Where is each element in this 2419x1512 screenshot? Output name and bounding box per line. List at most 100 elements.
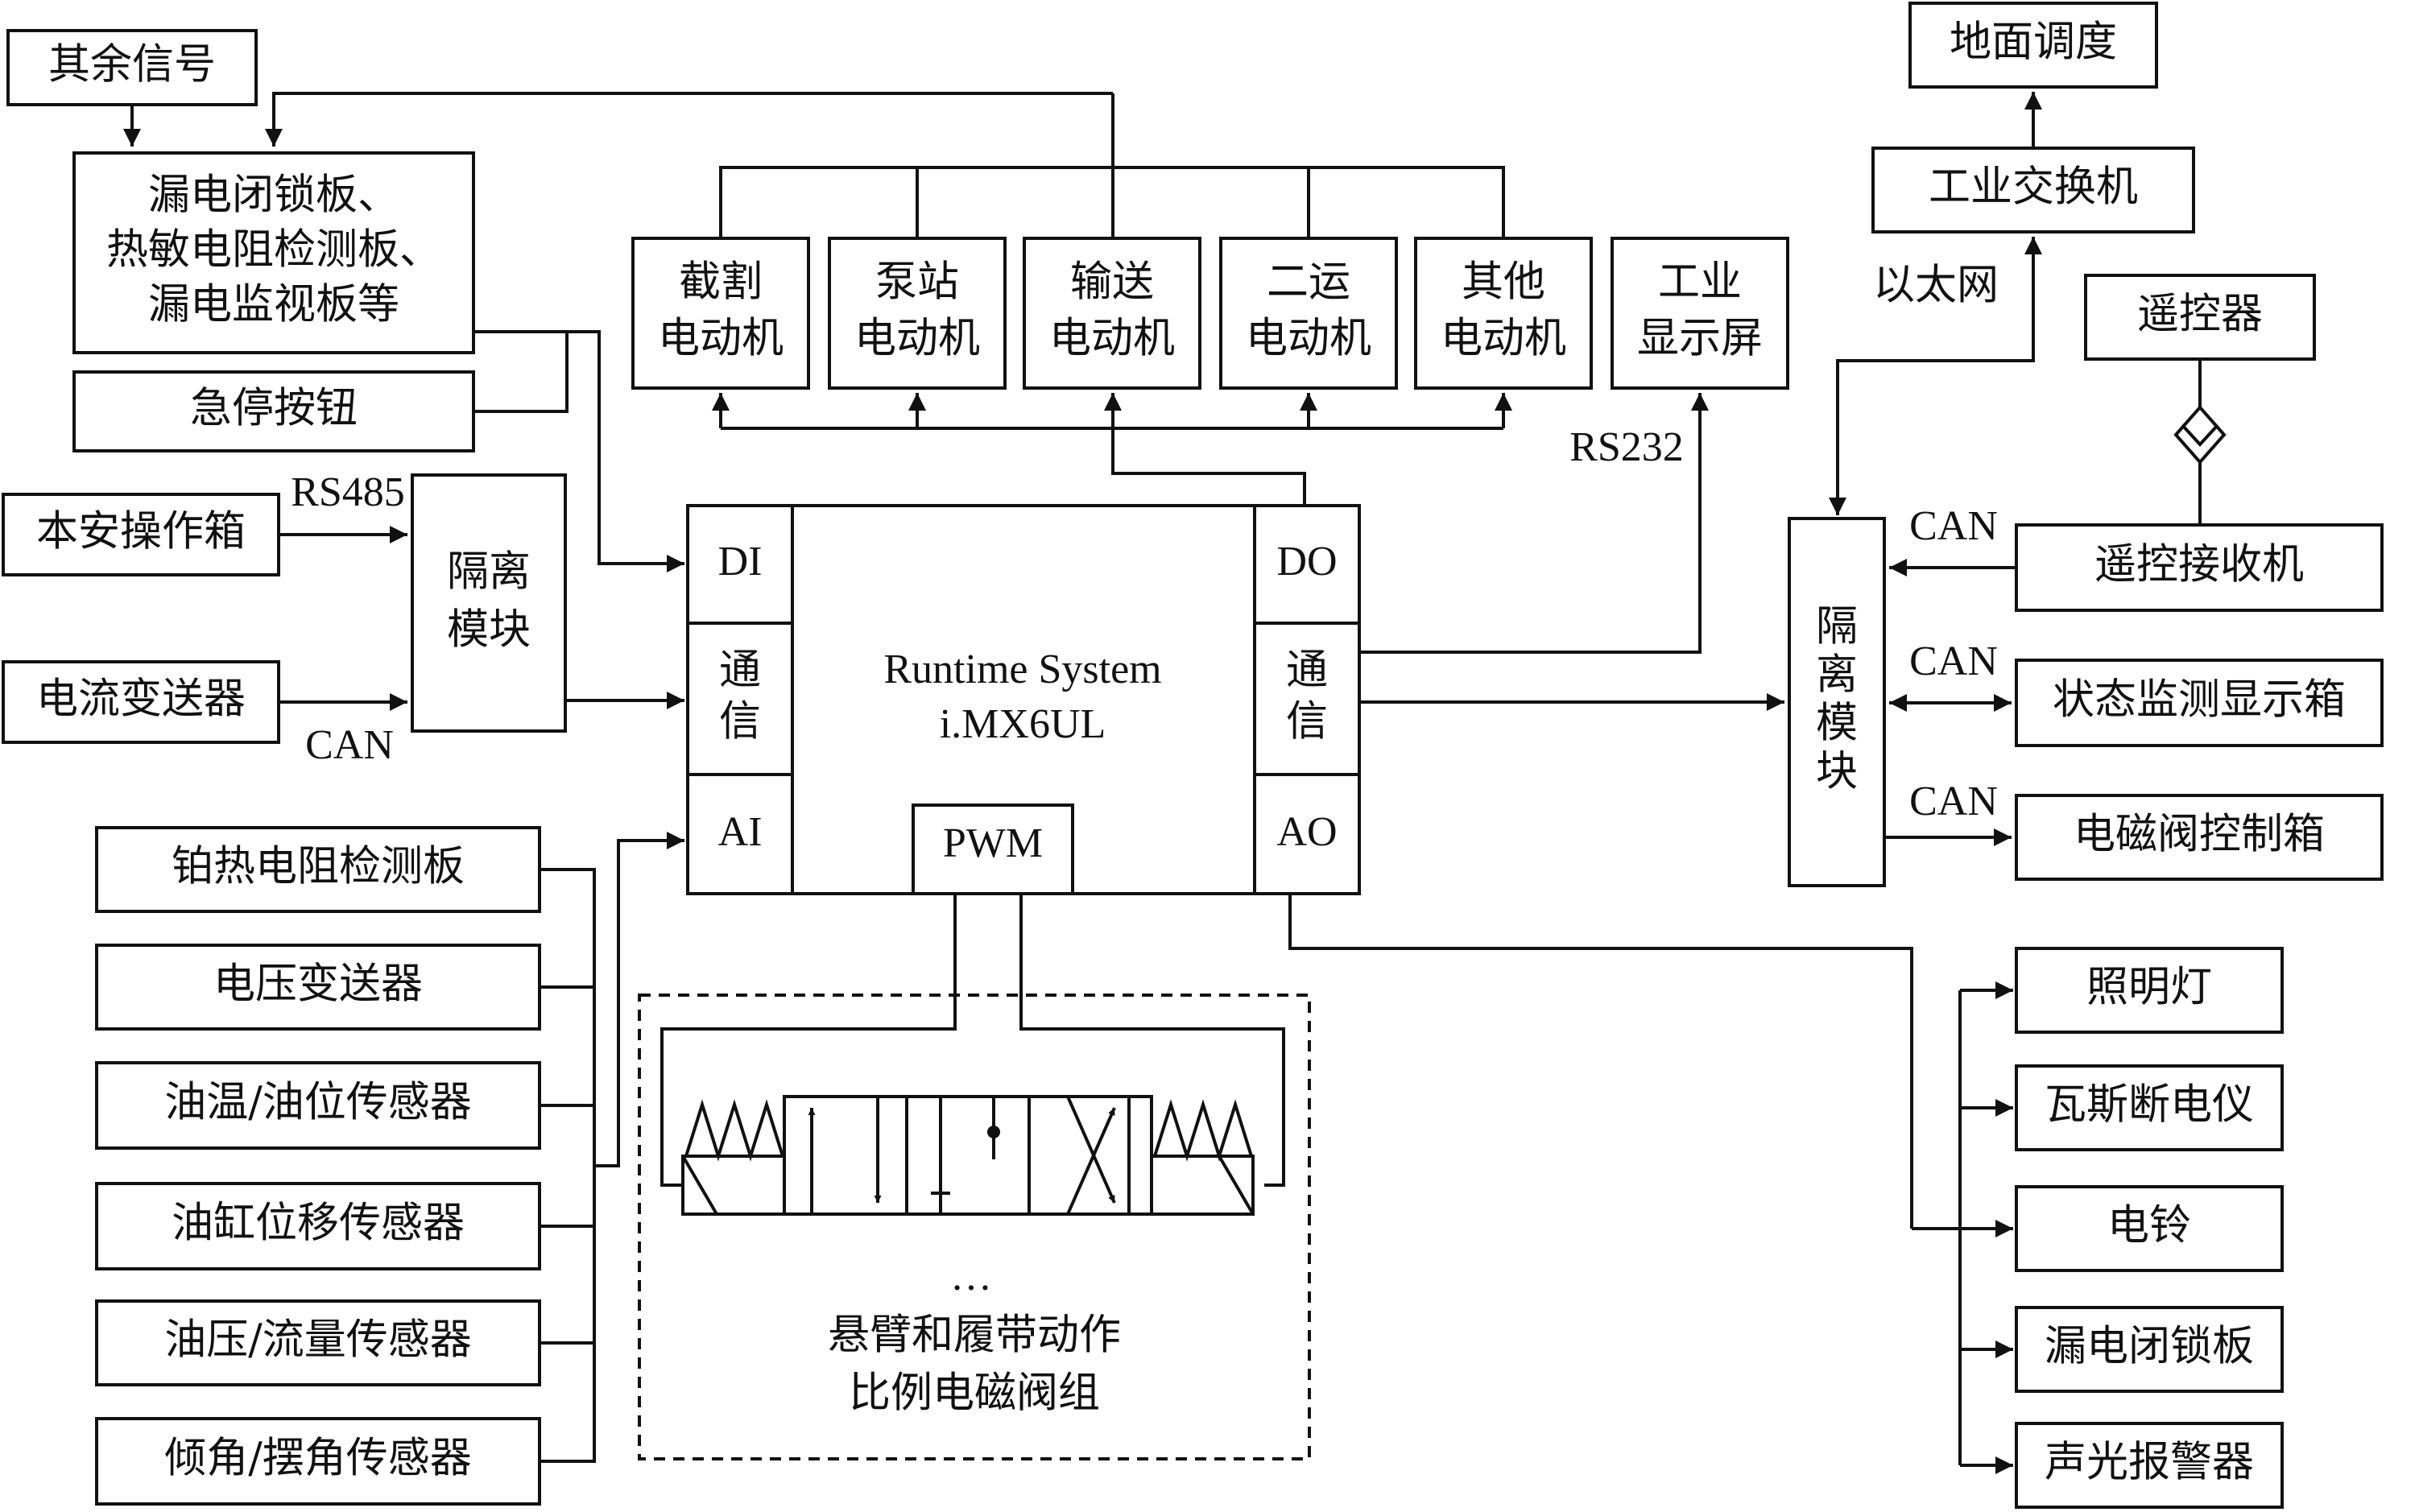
sensor-oil-temp-level: 油温/油位传感器 [95, 1061, 541, 1150]
sensor-platinum-resistance: 铂热电阻检测板 [95, 826, 541, 913]
motor-2-line1: 输送 [1070, 258, 1154, 307]
can-label-3: CAN [1909, 779, 1998, 824]
boards-line2: 热敏电阻检测板、 [106, 226, 441, 275]
can-left-label: CAN [305, 722, 394, 768]
output-1-label: 瓦斯断电仪 [2045, 1081, 2254, 1130]
comm-to-display-arrow [1359, 393, 1709, 654]
ao-label: AO [1276, 809, 1337, 855]
solenoid-control-box: 电磁阀控制箱 [2015, 794, 2384, 881]
ethernet-link [1829, 237, 2042, 515]
sensors-to-ai-arrow [594, 832, 684, 1167]
di-port [686, 504, 794, 625]
boards-line1: 漏电闭锁板、 [148, 171, 399, 220]
ground-dispatch-box: 地面调度 [1908, 2, 2158, 89]
ao-port [1253, 773, 1361, 895]
status-monitor-box: 状态监测显示箱 [2015, 659, 2384, 747]
sensor-tilt-swing: 倾角/摆角传感器 [95, 1417, 541, 1506]
motor-box-pump: 泵站 电动机 [828, 237, 1007, 390]
runtime-title: Runtime System [883, 647, 1161, 692]
motor-box-second-transport: 二运 电动机 [1219, 237, 1398, 390]
motor-3-line2: 电动机 [1246, 315, 1371, 363]
receiver-label: 遥控接收机 [2094, 541, 2304, 589]
remote-control-box: 遥控器 [2084, 274, 2316, 361]
right-spring [1153, 1099, 1253, 1162]
comm-left-line2: 信 [719, 698, 761, 746]
output-lighting: 照明灯 [2015, 947, 2284, 1034]
sensor-1-label: 电压变送器 [213, 960, 423, 1009]
can-label-1: CAN [1909, 503, 1998, 549]
valve-label-line1: 悬臂和履带动作 [828, 1312, 1121, 1360]
output-boxes: 照明灯 瓦斯断电仪 电铃 漏电闭锁板 声光报警器 [2015, 947, 2284, 1509]
controller-box: DI 通 信 AI DO 通 信 AO PWM Runtime System i… [686, 504, 1361, 895]
motor-box-other: 其他 电动机 [1414, 237, 1593, 390]
right-iso-char-1: 离 [1816, 651, 1858, 700]
remote-label: 遥控器 [2137, 291, 2263, 339]
pwm-port [912, 804, 1074, 895]
right-isolation-module: 隔 离 模 块 [1788, 517, 1886, 887]
monitor-label: 状态监测显示箱 [2053, 676, 2346, 725]
output-4-label: 声光报警器 [2045, 1439, 2254, 1487]
current-tx-label: 电流变送器 [36, 675, 246, 724]
solenoid-diagonals [681, 1155, 1255, 1216]
ai-port [686, 773, 794, 895]
valve-dividers [905, 1097, 1031, 1214]
left-iso-line1: 隔离 [447, 548, 531, 597]
right-iso-char-3: 块 [1816, 748, 1858, 796]
output-gas-cutoff: 瓦斯断电仪 [2015, 1064, 2284, 1151]
motor-0-line1: 截割 [679, 258, 763, 307]
chip-title: i.MX6UL [940, 701, 1106, 747]
sensor-voltage-transmitter: 电压变送器 [95, 944, 541, 1031]
sensor-bus [540, 868, 596, 1463]
other-signals-box: 其余信号 [6, 29, 258, 106]
valve-junction-dot [987, 1126, 1000, 1138]
pwm-wire-left [660, 894, 957, 1187]
motor-4-line1: 其他 [1462, 258, 1545, 307]
industrial-display-box: 工业 显示屏 [1611, 237, 1789, 390]
output-2-label: 电铃 [2107, 1202, 2191, 1250]
sensor-4-label: 油压/流量传感器 [164, 1316, 472, 1365]
solenoid-box-label: 电磁阀控制箱 [2074, 811, 2325, 859]
left-isolation-module: 隔离 模块 [411, 473, 567, 733]
sensor-3-label: 油缸位移传感器 [172, 1200, 465, 1248]
right-iso-char-0: 隔 [1816, 603, 1858, 651]
comm-right-line2: 信 [1286, 698, 1328, 746]
motor-1-line2: 电动机 [854, 315, 980, 363]
wireless-chevron [2181, 423, 2219, 447]
motor-1-line1: 泵站 [875, 258, 959, 307]
estop-label: 急停按钮 [190, 385, 358, 433]
output-3-label: 漏电闭锁板 [2045, 1323, 2254, 1371]
estop-connector [473, 332, 569, 413]
switch-label: 工业交换机 [1929, 163, 2138, 212]
current-transmitter-box: 电流变送器 [2, 660, 280, 744]
display-line2: 显示屏 [1637, 315, 1763, 363]
output-0-label: 照明灯 [2086, 964, 2212, 1012]
valve-cross-arrow-1 [1066, 1107, 1116, 1215]
sensor-2-label: 油温/油位传感器 [164, 1079, 472, 1127]
comm-port-right [1253, 622, 1361, 776]
left-spring [684, 1099, 784, 1162]
pwm-wire-right [1019, 894, 1285, 1187]
safe-box-label: 本安操作箱 [36, 508, 246, 556]
can-label-2: CAN [1909, 638, 1998, 684]
ao-output-line [1288, 894, 1913, 1229]
motor-box-cutting: 截割 电动机 [631, 237, 810, 390]
valve-body [783, 1095, 1153, 1216]
sensor-oil-pressure-flow: 油压/流量传感器 [95, 1299, 541, 1386]
do-port [1253, 504, 1361, 625]
sensor-0-label: 铂热电阻检测板 [172, 843, 465, 891]
di-label: DI [718, 539, 763, 585]
do-to-motors-bus [721, 427, 1306, 506]
valve-group: … 悬臂和履带动作 比例电磁阀组 [638, 894, 1311, 1460]
feedback-to-boards-arrow [265, 92, 1113, 147]
boards-line3: 漏电监视板等 [148, 281, 399, 329]
output-leakage-lockout: 漏电闭锁板 [2015, 1306, 2284, 1393]
rs485-label: RS485 [291, 469, 405, 515]
motor-feedback-bus [719, 166, 1505, 238]
ai-label: AI [718, 809, 763, 855]
output-bell: 电铃 [2015, 1185, 2284, 1272]
wireless-link [2173, 359, 2227, 525]
motor-box-conveyor: 输送 电动机 [1023, 237, 1201, 390]
motor-4-line2: 电动机 [1441, 315, 1566, 363]
valve-label-line2: 比例电磁阀组 [849, 1369, 1100, 1418]
ground-label: 地面调度 [1950, 19, 2117, 67]
